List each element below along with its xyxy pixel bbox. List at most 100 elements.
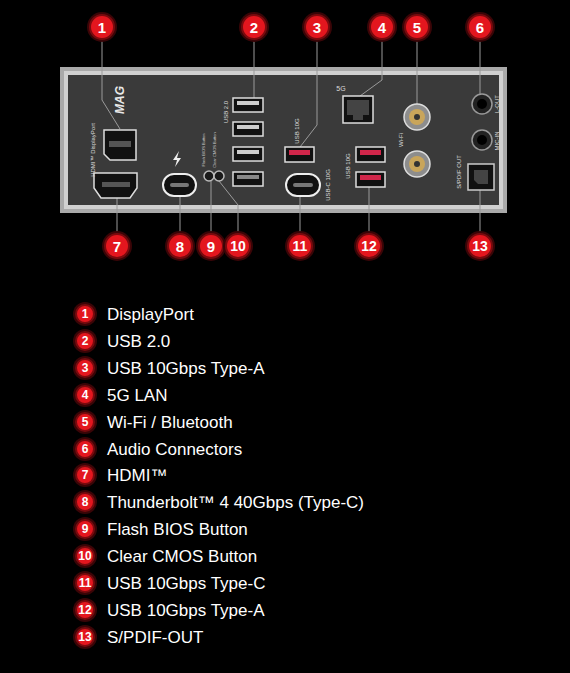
part-name: HDMI™ [107,467,167,484]
thunderbolt-port [163,151,196,196]
thunderbolt-port-part [173,151,181,167]
number-text: 3 [82,362,89,374]
leader-line-part [254,40,255,98]
wifi-antenna-connectors-part [409,109,425,125]
number-text: 3 [313,20,321,35]
leader-line-part [117,198,118,233]
wifi-antenna-connectors-part [409,156,425,172]
port-marking: USB 2.0 [223,101,229,123]
part-name: Flash BIOS Button [107,521,248,538]
usb-c-port [286,174,320,196]
usb10g-red-stack-part [360,150,381,155]
callout-number: 9 [198,233,224,259]
usb-c-port-part [286,174,320,196]
number-text: 5 [82,416,89,428]
hdmi-port-part [94,173,137,198]
displayport-port-part [109,141,131,147]
legend-number: 10 [75,546,95,566]
number-text: 4 [378,20,386,35]
usb2-ports-part [237,150,259,154]
wifi-antenna-connectors-part [414,114,420,120]
number-text: 8 [82,496,89,508]
spdif-port-part [474,170,488,184]
shield-panel [60,67,507,213]
number-text: 11 [79,577,92,589]
part-name: 5G LAN [107,386,167,403]
audio-jacks [472,94,492,150]
callout-number: 10 [225,233,251,259]
hdmi-port-part [102,182,130,187]
part-name: Audio Connectors [107,440,242,457]
number-text: 1 [82,308,89,320]
legend-number: 7 [75,465,95,485]
bios-cmos-buttons-part [214,171,224,181]
leader-line-part [102,40,120,129]
number-text: 10 [78,550,91,562]
audio-jacks-part [477,99,487,109]
wifi-antenna-connectors-part [404,104,430,130]
bios-cmos-buttons-part [204,171,214,181]
usb10g-red-port-part [289,150,310,155]
legend-number: 2 [75,331,95,351]
usb2-ports-part [233,122,263,136]
port-marking: MIC-IN [494,132,500,151]
legend-number: 6 [75,439,95,459]
port-marking: 5G [336,85,345,92]
thunderbolt-port-part [170,183,189,187]
usb10g-red-stack [356,147,385,187]
leader-line-part [480,190,481,233]
part-name: USB 2.0 [107,332,170,349]
lan-port-part [347,100,369,115]
displayport-port [104,130,136,160]
thunderbolt-port-part [163,174,196,196]
part-name: USB 10Gbps Type-C [107,575,265,592]
port-marking: USB-C 10G [325,169,331,201]
lan-port-part [353,115,363,120]
bios-cmos-buttons [204,171,224,181]
usb2-ports [233,98,263,186]
audio-jacks-part [472,94,492,114]
port-marking: L-OUT [494,95,500,113]
legend-number: 12 [75,600,95,620]
number-text: 2 [82,335,89,347]
legend-number: 4 [75,385,95,405]
leader-line-part [219,181,238,233]
callout-number: 2 [241,14,267,40]
port-marking: S/PDIF OUT [456,155,462,189]
number-text: 2 [250,20,258,35]
spdif-port-part [468,164,494,190]
number-text: 4 [82,389,89,401]
usb-c-port-part [293,183,313,187]
port-marking: MAG [114,86,126,114]
usb10g-red-stack-part [360,175,381,180]
wifi-antenna-connectors-part [414,161,420,167]
number-text: 7 [82,469,89,481]
number-text: 12 [78,604,91,616]
callout-number: 4 [369,14,395,40]
leader-line-part [360,40,382,96]
legend-number: 11 [75,573,95,593]
shield-panel-part [60,67,507,213]
wifi-antenna-connectors [404,104,430,177]
port-marking: HDMI™ DisplayPort [90,123,96,177]
callout-number: 5 [404,14,430,40]
shield-panel-part [64,71,503,209]
number-text: 12 [361,239,377,253]
shield-panel-part [68,75,499,205]
leader-line-part [369,186,370,233]
part-name: Thunderbolt™ 4 40Gbps (Type-C) [107,494,364,511]
usb10g-red-stack-part [356,147,385,162]
legend-number: 8 [75,492,95,512]
number-text: 13 [472,239,488,253]
usb2-ports-part [237,175,259,179]
part-name: USB 10Gbps Type-A [107,601,265,618]
usb2-ports-part [237,101,259,105]
number-text: 6 [476,20,484,35]
part-name: S/PDIF-OUT [107,628,203,645]
leader-line-part [417,40,418,104]
leader-line-part [480,40,481,94]
audio-jacks-part [477,135,487,145]
usb10g-red-stack-part [356,172,385,187]
callout-number: 8 [167,233,193,259]
